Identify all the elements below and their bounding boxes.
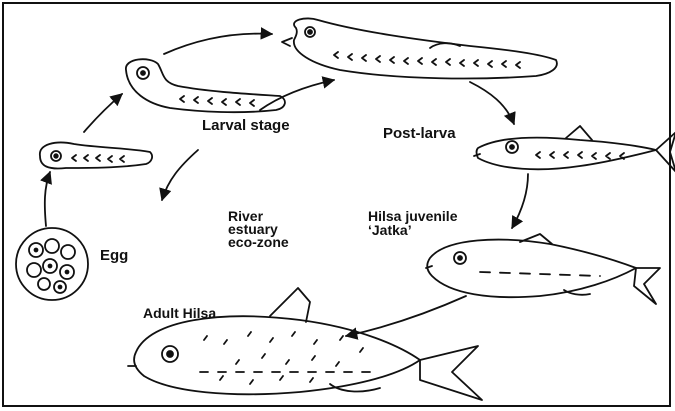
label-post-larva: Post-larva xyxy=(383,126,456,141)
arrow-inner-to-larva1 xyxy=(162,150,198,200)
label-adult-hilsa: Adult Hilsa xyxy=(143,306,216,320)
arrow-larva3-to-postlarva xyxy=(470,82,514,124)
label-larval-stage: Larval stage xyxy=(202,118,290,133)
post-larva-drawing xyxy=(474,126,675,172)
arrow-egg-to-larva1 xyxy=(45,172,50,226)
arrow-postlarva-to-juvenile xyxy=(512,174,528,228)
juvenile-fish-drawing xyxy=(426,234,660,304)
egg-cluster xyxy=(16,228,88,300)
larva-3-drawing xyxy=(282,18,557,78)
label-hilsa-juvenile: Hilsa juvenile xyxy=(368,209,457,223)
arrow-juvenile-to-adult xyxy=(346,296,466,336)
larva-2-drawing xyxy=(126,59,285,112)
arrow-larva1-to-larva2 xyxy=(84,94,122,132)
label-eco-zone: eco-zone xyxy=(228,235,289,249)
label-jatka: ‘Jatka’ xyxy=(368,223,412,237)
arrow-larva2-to-larva3 xyxy=(164,34,272,54)
label-egg: Egg xyxy=(100,248,128,263)
larva-1-drawing xyxy=(40,143,152,169)
